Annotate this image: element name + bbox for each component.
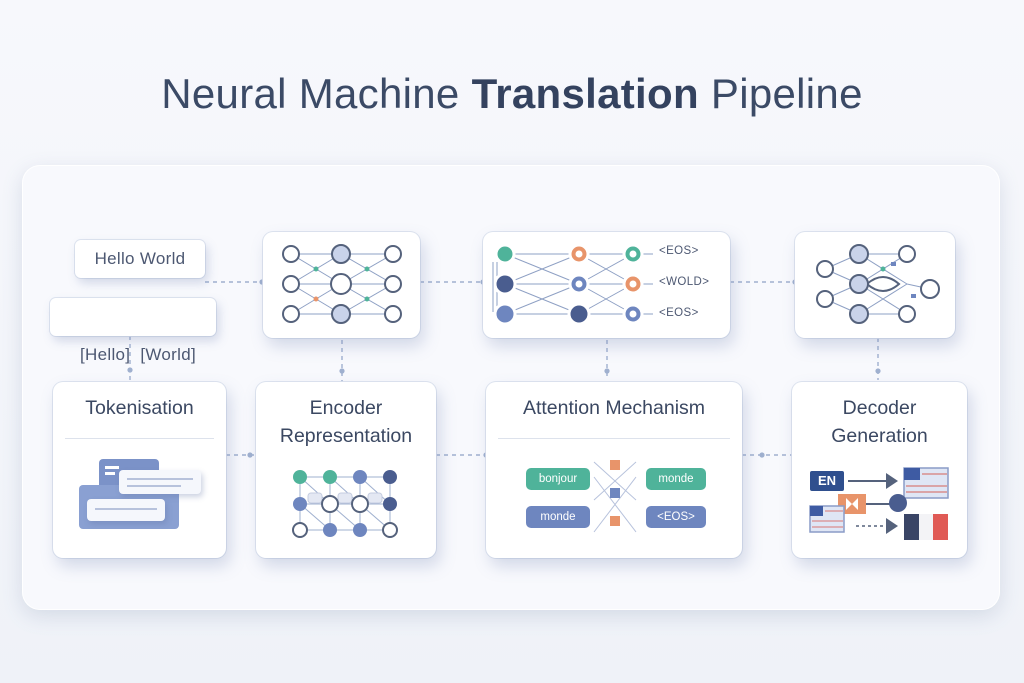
flag-icon-french bbox=[904, 514, 948, 540]
title-part-2: Translation bbox=[471, 70, 699, 117]
attention-output-2: <WOLD> bbox=[659, 276, 710, 288]
flag-icon-top bbox=[903, 467, 949, 499]
input-tokens-chip: [Hello] [World] bbox=[50, 298, 216, 364]
node bbox=[282, 245, 300, 263]
stage-divider bbox=[65, 438, 214, 439]
attention-pill-bonjour: bonjour bbox=[526, 468, 590, 490]
attention-network-card: <EOS> <WOLD> <EOS> bbox=[483, 232, 730, 338]
input-tokens-text: [Hello] [World] bbox=[80, 345, 196, 364]
stage-card-tokenisation: Tokenisation bbox=[53, 382, 226, 558]
decoder-network-card bbox=[795, 232, 955, 338]
decoder-generation-graph bbox=[809, 467, 949, 540]
stage-divider bbox=[498, 438, 730, 439]
stage-card-decoder: Decoder Generation EN bbox=[792, 382, 967, 558]
attention-output-3: <EOS> bbox=[659, 307, 699, 319]
attention-pill-monde-left: monde bbox=[526, 506, 590, 528]
stage-card-attention: Attention Mechanism bonjour monde monde … bbox=[486, 382, 742, 558]
attention-output-1: <EOS> bbox=[659, 245, 699, 257]
stage-title-encoder-line1: Encoder bbox=[309, 397, 383, 419]
title-part-3: Pipeline bbox=[698, 70, 863, 117]
encoder-network-card bbox=[263, 232, 420, 338]
encoder-network-graph bbox=[282, 244, 402, 324]
flag-icon-bottom bbox=[809, 505, 845, 533]
stage-title-decoder-line2: Generation bbox=[831, 425, 928, 447]
title-part-1: Neural Machine bbox=[161, 70, 472, 117]
decoder-network-graph bbox=[816, 244, 940, 324]
attention-weights-graph bbox=[593, 460, 637, 533]
attention-pill-monde-right: monde bbox=[646, 468, 706, 490]
stage-card-encoder: Encoder Representation bbox=[256, 382, 436, 558]
stage-title-encoder-line2: Representation bbox=[279, 425, 413, 447]
attention-pill-eos: <EOS> bbox=[646, 506, 706, 528]
stage-title-attention: Attention Mechanism bbox=[522, 397, 706, 419]
encoder-grid-graph bbox=[292, 470, 398, 538]
token-lines bbox=[95, 466, 193, 510]
stage-title-tokenisation: Tokenisation bbox=[85, 397, 194, 419]
language-tag-en: EN bbox=[810, 471, 844, 491]
token-card-upper bbox=[119, 470, 201, 494]
input-sentence-text: Hello World bbox=[94, 249, 186, 268]
page-title: Neural Machine Translation Pipeline bbox=[0, 70, 1024, 118]
stage-title-decoder-line1: Decoder bbox=[842, 397, 917, 419]
input-sentence-chip: Hello World bbox=[75, 240, 205, 278]
attention-network-graph bbox=[492, 243, 653, 326]
